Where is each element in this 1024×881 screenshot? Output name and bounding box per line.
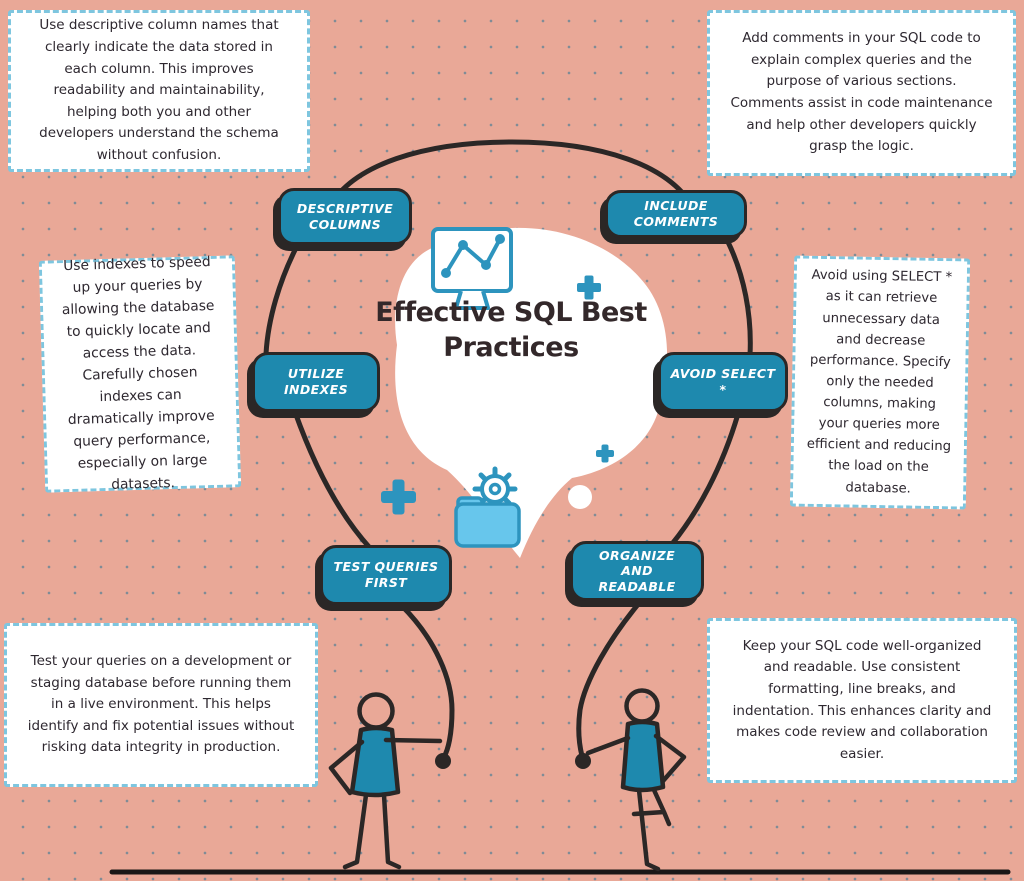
note-text: Add comments in your SQL code to explain…	[730, 30, 993, 155]
hanging-strings	[399, 599, 643, 760]
tag-descriptive-columns: DESCRIPTIVE COLUMNS	[278, 188, 412, 245]
note-test-queries-first: Test your queries on a development or st…	[4, 623, 318, 787]
page-title: Effective SQL Best Practices	[375, 297, 647, 364]
tag-test-queries-first: TEST QUERIES FIRST	[320, 545, 452, 605]
white-circle-decoration	[533, 252, 561, 280]
string-end-dot	[575, 753, 591, 769]
note-text: Use indexes to speed up your queries by …	[61, 253, 215, 494]
tag-avoid-select-star: AVOID SELECT *	[658, 352, 788, 412]
string-end-dot	[435, 753, 451, 769]
tag-organize-readable: ORGANIZE AND READABLE	[570, 541, 704, 601]
tag-label: DESCRIPTIVE COLUMNS	[296, 200, 394, 232]
note-text: Avoid using SELECT * as it can retrieve …	[806, 268, 953, 497]
connector-loop	[263, 139, 753, 551]
tag-include-comments: INCLUDE COMMENTS	[605, 190, 747, 238]
note-avoid-select-star: Avoid using SELECT * as it can retrieve …	[789, 255, 971, 510]
tag-label: INCLUDE COMMENTS	[633, 198, 719, 229]
tag-label: TEST QUERIES FIRST	[333, 559, 439, 590]
stick-figure-left	[328, 692, 443, 870]
tag-utilize-indexes: UTILIZE INDEXES	[252, 352, 380, 412]
tag-label: UTILIZE INDEXES	[283, 366, 348, 397]
white-circle-decoration	[568, 485, 592, 509]
note-utilize-indexes: Use indexes to speed up your queries by …	[38, 254, 242, 493]
tag-label: ORGANIZE AND READABLE	[598, 547, 676, 594]
note-descriptive-columns: Use descriptive column names that clearl…	[8, 10, 310, 172]
note-include-comments: Add comments in your SQL code to explain…	[707, 10, 1016, 176]
note-text: Test your queries on a development or st…	[27, 653, 295, 756]
tag-label: AVOID SELECT *	[670, 366, 776, 397]
monitor-line-chart-icon	[431, 227, 513, 310]
stick-figure-right	[585, 688, 687, 872]
plus-decoration	[381, 275, 614, 515]
white-blob-background	[395, 227, 668, 558]
note-organize-readable: Keep your SQL code well-organized and re…	[707, 618, 1017, 783]
note-text: Use descriptive column names that clearl…	[39, 17, 279, 163]
gear-icon	[472, 466, 518, 512]
note-text: Keep your SQL code well-organized and re…	[732, 637, 992, 762]
folder-icon	[454, 496, 521, 548]
